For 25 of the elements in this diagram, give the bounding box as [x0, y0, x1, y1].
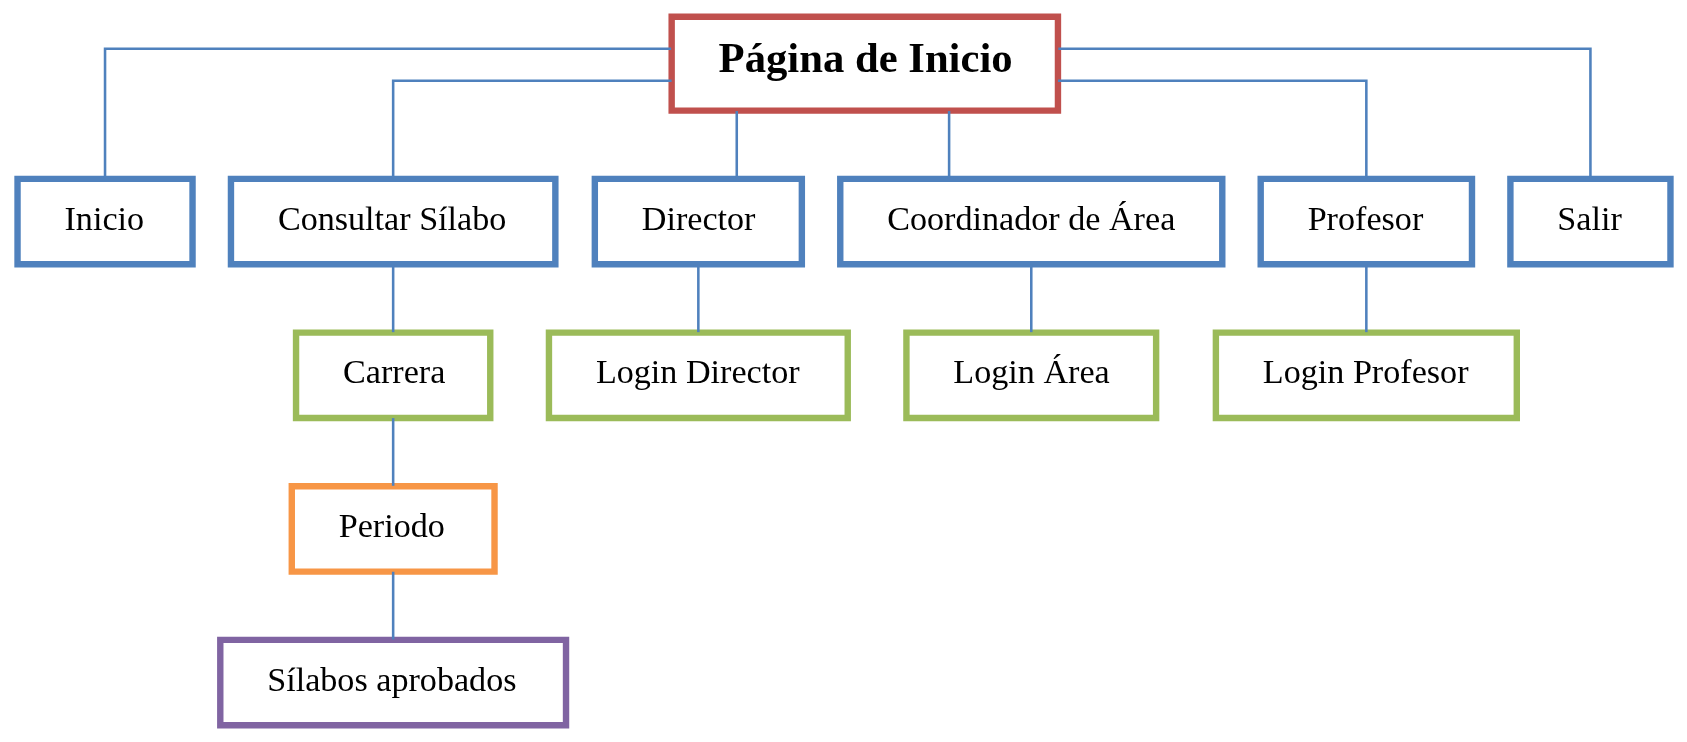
node-box: Sílabos aprobados — [216, 636, 569, 729]
node-box: Periodo — [288, 483, 498, 575]
node-box: Login Área — [902, 329, 1159, 422]
connector — [391, 418, 394, 486]
connector — [391, 264, 394, 333]
node-box: Login Director — [545, 329, 851, 422]
node-box: Carrera — [292, 329, 493, 422]
node-box: Coordinador de Área — [836, 175, 1225, 268]
node-box: Salir — [1506, 175, 1674, 268]
node-box: Login Profesor — [1212, 329, 1520, 422]
connector — [1057, 79, 1368, 179]
node-box: Consultar Sílabo — [227, 175, 559, 268]
node-box: Director — [591, 175, 805, 268]
connector — [1364, 264, 1368, 333]
connector — [1029, 264, 1033, 333]
connector — [103, 47, 671, 179]
node-box: Inicio — [13, 175, 196, 268]
connector — [947, 111, 950, 179]
node-box: Profesor — [1257, 175, 1475, 268]
node-box: Página de Inicio — [667, 13, 1061, 114]
connector — [391, 79, 672, 179]
connector — [1057, 47, 1592, 179]
connector — [696, 264, 700, 333]
connector — [735, 111, 738, 179]
connector — [391, 571, 394, 640]
